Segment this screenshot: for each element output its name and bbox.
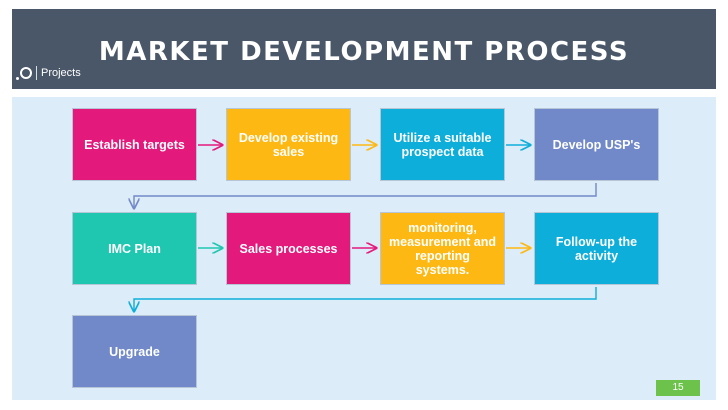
step-develop-usps: Develop USP's (534, 108, 659, 181)
step-establish-targets: Establish targets (72, 108, 197, 181)
step-monitoring-systems: monitoring, measurement and reporting sy… (380, 212, 505, 285)
logo-ring-icon (16, 67, 32, 80)
step-imc-plan: IMC Plan (72, 212, 197, 285)
header-gap (12, 89, 716, 97)
step-develop-existing-sales: Develop existing sales (226, 108, 351, 181)
slide-header: MARKET DEVELOPMENT PROCESS Projects (12, 9, 716, 89)
page-number-badge: 15 (656, 380, 700, 396)
company-logo: Projects (16, 61, 81, 85)
logo-divider (36, 66, 37, 80)
arrow-4-5 (134, 183, 597, 208)
step-utilize-prospect-data: Utilize a suitable prospect data (380, 108, 505, 181)
step-upgrade: Upgrade (72, 315, 197, 388)
logo-text: Projects (41, 66, 81, 79)
step-follow-up-activity: Follow-up the activity (534, 212, 659, 285)
step-sales-processes: Sales processes (226, 212, 351, 285)
arrow-8-9 (134, 287, 597, 311)
slide-title: MARKET DEVELOPMENT PROCESS (98, 37, 630, 67)
